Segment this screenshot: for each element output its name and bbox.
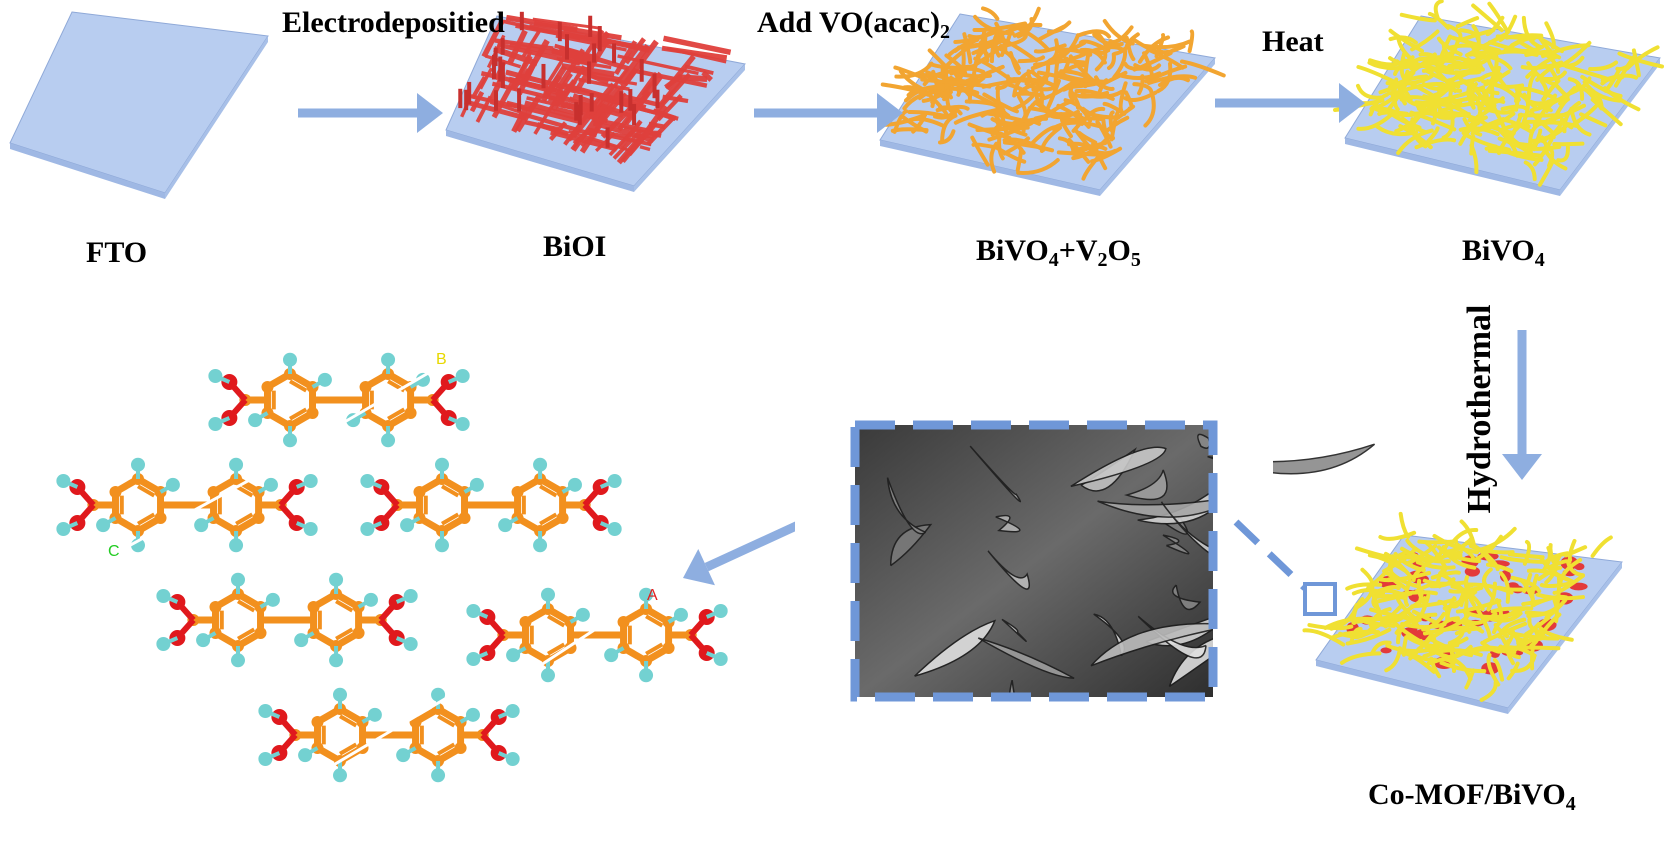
arrow-heat-head: [1339, 83, 1365, 123]
add-voacac-text: Add VO(acac): [757, 6, 941, 39]
sem-flake: [886, 477, 927, 535]
axis-b-label: B: [436, 351, 447, 368]
bivo4-nanofibers: [1332, 0, 1664, 187]
fto-substrate: [9, 11, 269, 199]
bioi-nanosheets: [458, 11, 732, 165]
sem-flake: [995, 514, 1021, 533]
sem-image: [795, 365, 1376, 757]
bivo4-v2o5-nanofibers: [879, 6, 1226, 181]
linker-molecule: [208, 352, 470, 448]
axis-a-label: A: [647, 587, 658, 604]
co-mof-sub: 4: [1565, 793, 1576, 815]
sem-flake: [1172, 584, 1202, 611]
axis-c-line: [124, 468, 269, 550]
linker-molecule: [56, 457, 318, 553]
sem-flake: [1137, 615, 1207, 659]
fto-substrate-edge-side: [165, 36, 268, 199]
sem-clip-top: [795, 365, 1273, 425]
bivo4-sub: 4: [1534, 249, 1545, 271]
bivo4-part: BiVO: [976, 234, 1049, 267]
electrodeposit-step-label: Electrodepositied: [282, 6, 505, 39]
co-mof-bivo4-label: Co-MOF/BiVO4: [1368, 778, 1576, 815]
add-voacac-subscript: 2: [940, 21, 951, 43]
linker-molecule: [466, 587, 728, 683]
sem-flake: [1070, 446, 1167, 488]
linker-molecule: [360, 457, 622, 553]
bioi-label: BiOI: [543, 230, 607, 263]
co-mof-text: Co-MOF/BiVO: [1368, 778, 1566, 811]
arrow-add-voacac-head: [877, 93, 903, 133]
sem-clip-right: [1213, 425, 1273, 697]
arrow-electrodeposit: [298, 93, 443, 133]
sem-flake: [977, 637, 1075, 680]
hydrothermal-step-label: Hydrothermal: [1461, 304, 1498, 514]
bivo4-v2o5-substrate-edge-front: [880, 140, 1100, 196]
sem-clip-bottom: [795, 697, 1273, 757]
bioi-substrate-edge-front: [446, 130, 634, 192]
sem-dashed-frame: [850, 420, 1218, 702]
axis-line: [324, 688, 461, 772]
zoom-connector-line: [1233, 519, 1308, 591]
heat-step-label: Heat: [1262, 25, 1324, 58]
fto-substrate-edge-front: [10, 143, 165, 199]
sem-flake: [889, 523, 933, 567]
arrow-electrodeposit-head: [417, 93, 443, 133]
sem-flake: [914, 619, 997, 677]
mof-crystal-structure: [56, 352, 728, 783]
arrow-heat: [1215, 83, 1365, 123]
axis-b-line: [299, 370, 431, 450]
sem-background: [855, 425, 1213, 697]
sem-flake: [969, 445, 1022, 503]
bivo4-text: BiVO: [1462, 234, 1535, 267]
sem-flake: [1162, 534, 1190, 555]
sem-flake: [1123, 469, 1168, 501]
co-mof-bivo4-nanofibers: [1302, 511, 1613, 702]
bivo4-substrate-edge-side: [1560, 58, 1660, 196]
arrow-add-voacac: [754, 93, 903, 133]
sem-flake: [987, 550, 1031, 590]
arrow-hydrothermal-head: [1502, 454, 1542, 480]
zoom-region-marker: [1303, 582, 1337, 616]
bioi-substrate-edge-side: [634, 64, 745, 192]
o5-part: O: [1107, 234, 1131, 267]
bivo4-v2o5-label: BiVO4+V2O5: [976, 234, 1141, 271]
axis-c-label: C: [108, 543, 120, 560]
fto-label: FTO: [86, 236, 148, 269]
linker-molecule: [156, 572, 418, 668]
sem-flake: [1001, 618, 1027, 642]
axis-a-line: [514, 598, 641, 684]
v2-part-sub: 2: [1097, 249, 1108, 271]
co-mof-substrate-edge-front: [1316, 660, 1508, 714]
arrow-hydrothermal: [1502, 330, 1542, 480]
bivo4-label: BiVO4: [1462, 234, 1545, 271]
o5-part-sub: 5: [1130, 249, 1141, 271]
add-voacac-step-label: Add VO(acac)2: [757, 6, 951, 43]
linker-molecule: [258, 687, 520, 783]
bivo4-v2o5-substrate-edge-side: [1100, 58, 1215, 196]
fto-substrate-top: [9, 11, 269, 194]
arrow-to-structure-head: [683, 548, 715, 586]
v2-part: +V: [1058, 234, 1098, 267]
sem-clip-left: [795, 425, 855, 697]
bivo4-part-sub: 4: [1048, 249, 1059, 271]
